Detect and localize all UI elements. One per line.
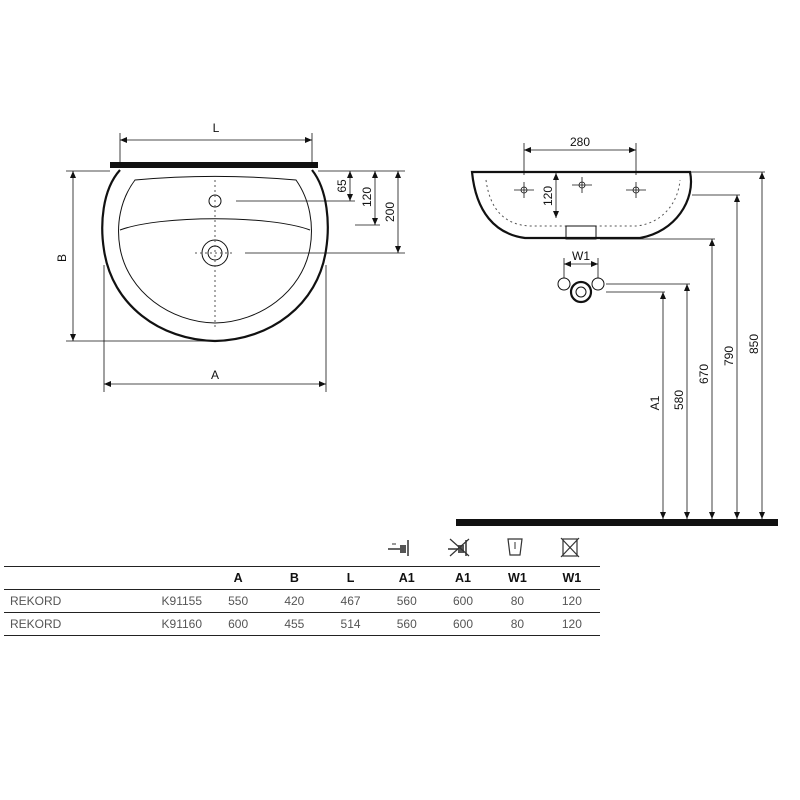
table-cell: K91160 [110,612,210,636]
wall-outlet-icon [388,540,409,556]
table-cell: 467 [322,589,379,613]
dim-850: 850 [747,334,761,354]
dim-580: 580 [672,390,686,410]
header-A1-wall: A1 [378,566,435,590]
table-cell: 80 [491,589,544,613]
table-cell: REKORD [4,589,110,613]
header-W1-nopedestal: W1 [543,566,600,590]
dim-280: 280 [570,135,590,149]
basin-inner [118,175,312,324]
dim-A: A [211,368,219,382]
table-cell: 600 [434,612,492,636]
header-B: B [266,566,323,590]
table-row: REKORD K91160 600 455 514 560 600 80 120 [4,612,600,636]
basin-rim-line [119,218,311,231]
tap-hole-markers [514,177,646,198]
drain-stub [565,225,597,240]
side-view: 280 120 W1 A1 580 670 790 850 [456,135,778,526]
dim-B: B [55,254,69,262]
table-cell: 514 [322,612,379,636]
table-cell: 600 [210,612,267,636]
floor-bar [456,519,778,526]
header-W1-pedestal: W1 [491,566,544,590]
table-cell: K91155 [110,589,210,613]
no-pedestal-icon [560,537,580,558]
table-cell: 560 [378,612,435,636]
header-L: L [322,566,379,590]
dim-65: 65 [335,179,349,193]
table-header-row: A B L A1 A1 W1 W1 [4,566,600,590]
table-cell: 80 [491,612,544,636]
table-cell: 420 [266,589,323,613]
pedestal-icon [507,538,523,556]
basin-outline [101,169,329,343]
no-wall-outlet-icon [448,538,470,557]
table-cell: 120 [543,589,600,613]
dim-W1: W1 [572,249,590,263]
trap-right [591,277,605,291]
header-code [110,566,210,590]
dim-side-120: 120 [541,186,555,206]
trap-center [569,280,593,304]
table-cell: 600 [434,589,492,613]
table-cell: 560 [378,589,435,613]
dim-670: 670 [697,364,711,384]
header-name [4,566,110,590]
specification-table: A B L A1 A1 W1 W1 REKORD K91155 550 420 … [4,566,600,636]
dim-L: L [213,121,220,135]
table-cell: 550 [210,589,267,613]
dim-200: 200 [383,202,397,222]
top-view: L A B 65 120 200 [55,121,405,392]
header-A1-nowall: A1 [434,566,492,590]
table-row: REKORD K91155 550 420 467 560 600 80 120 [4,589,600,613]
header-A: A [210,566,267,590]
table-cell: REKORD [4,612,110,636]
trap-left [557,277,571,291]
table-cell: 120 [543,612,600,636]
dim-790: 790 [722,346,736,366]
table-cell: 455 [266,612,323,636]
wall-bar [110,162,318,168]
basin-side-profile [470,170,693,240]
dim-A1: A1 [648,395,662,410]
dim-120: 120 [360,187,374,207]
